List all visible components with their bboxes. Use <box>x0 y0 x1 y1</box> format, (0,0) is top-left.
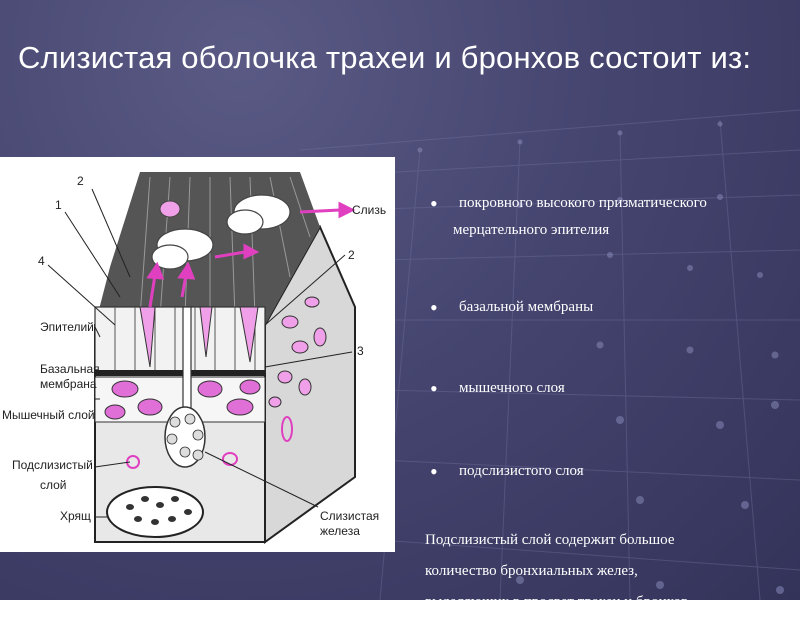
label-number-2b: 2 <box>348 248 355 262</box>
trachea-mucosa-diagram: Слизь 2 1 4 2 3 Эпителий Базальная мембр… <box>0 157 395 552</box>
bullet-item: • мышечного слоя <box>425 375 795 402</box>
label-number-3: 3 <box>357 344 364 358</box>
note-line: выделяющих в просвет трахеи и бронхов <box>425 594 689 610</box>
label-gland-line1: Слизистая <box>320 509 379 523</box>
label-epithelium: Эпителий <box>40 320 94 334</box>
bullet-item: • базальной мембраны <box>425 294 795 321</box>
bullet-dot-icon: • <box>430 295 438 320</box>
bullet-text: подслизистого слоя <box>459 463 584 479</box>
label-basal-line2: мембрана <box>40 377 97 391</box>
label-number-1: 1 <box>55 198 62 212</box>
bullet-item: • подслизистого слоя <box>425 458 795 485</box>
label-submucosa-line2: слой <box>40 478 67 492</box>
label-gland-line2: железа <box>320 524 360 538</box>
note-line: количество бронхиальных желез, <box>425 563 638 579</box>
label-submucosa-line1: Подслизистый <box>12 458 93 472</box>
bullet-text-continued: мерцательного эпителия <box>453 222 610 238</box>
label-basal-line1: Базальная <box>40 362 100 376</box>
basal-membrane <box>95 370 265 376</box>
submucosa-note: Подслизистый слой содержит большое колич… <box>425 525 800 618</box>
bullet-dot-icon: • <box>430 376 438 401</box>
bullet-dot-icon: • <box>430 459 438 484</box>
label-muscle: Мышечный слой <box>2 408 95 422</box>
label-cartilage: Хрящ <box>60 509 91 523</box>
epithelium-layer <box>94 306 266 373</box>
bullet-text: покровного высокого призматического <box>459 195 707 211</box>
bullet-text: мышечного слоя <box>459 380 565 396</box>
bullet-text: базальной мембраны <box>459 299 594 315</box>
bullet-dot-icon: • <box>430 191 438 216</box>
slide-title: Слизистая оболочка трахеи и бронхов сост… <box>18 40 752 75</box>
gland-duct <box>182 306 192 413</box>
label-mucus: Слизь <box>352 203 386 217</box>
label-number-4: 4 <box>38 254 45 268</box>
note-line: Подслизистый слой содержит большое <box>425 532 675 548</box>
label-number-2a: 2 <box>77 174 84 188</box>
cartilage <box>106 486 204 538</box>
bullet-item: • покровного высокого призматического ме… <box>425 190 795 244</box>
